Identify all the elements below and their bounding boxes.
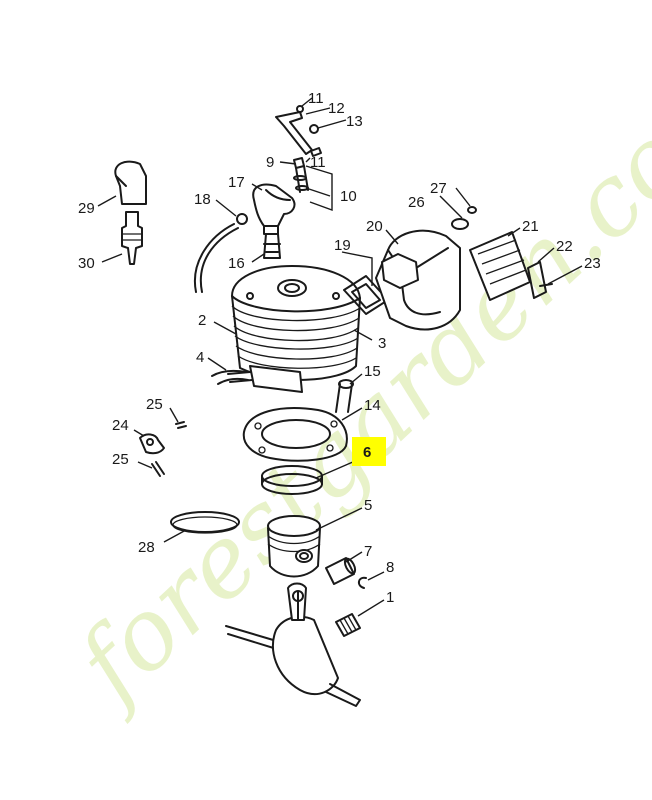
part-muffler <box>375 229 461 331</box>
leader-lines <box>97 97 583 617</box>
callout-20: 20 <box>366 218 383 235</box>
part-cylinder <box>211 265 361 393</box>
callout-13: 13 <box>346 113 363 130</box>
callout-7: 7 <box>364 543 372 560</box>
callout-10: 10 <box>340 188 357 205</box>
part-ring-28 <box>170 511 240 534</box>
part-muffler-cap <box>451 206 477 230</box>
callout-27: 27 <box>430 180 447 197</box>
callout-25a: 25 <box>146 396 163 413</box>
part-small-bracket <box>139 421 187 477</box>
part-plug-cap <box>114 160 147 205</box>
highlight-box <box>352 437 386 466</box>
callout-29: 29 <box>78 200 95 217</box>
callout-5: 5 <box>364 497 372 514</box>
part-ht-lead <box>193 213 248 293</box>
callout-24: 24 <box>112 417 129 434</box>
callout-11a: 11 <box>308 90 324 107</box>
callout-15: 15 <box>364 363 381 380</box>
callout-3: 3 <box>378 335 386 352</box>
callout-6: 6 <box>363 444 371 461</box>
part-stud <box>227 371 253 383</box>
callout-17: 17 <box>228 174 245 191</box>
callout-26: 26 <box>408 194 425 211</box>
part-plate <box>527 261 553 299</box>
part-needle-bearing <box>335 613 361 637</box>
callout-19: 19 <box>334 237 351 254</box>
part-circlip <box>358 576 367 589</box>
callout-1: 1 <box>386 589 394 606</box>
part-spark-plug-boot <box>252 183 296 235</box>
callout-30: 30 <box>78 255 95 272</box>
part-bolt <box>335 379 354 413</box>
part-wire-end <box>263 233 281 259</box>
callout-2: 2 <box>198 312 206 329</box>
part-spark-plug <box>121 211 143 265</box>
callout-28: 28 <box>138 539 155 556</box>
callout-14: 14 <box>364 397 381 414</box>
part-pin <box>293 157 309 193</box>
part-piston-pin <box>325 557 357 585</box>
callout-25b: 25 <box>112 451 129 468</box>
part-piston <box>267 515 321 578</box>
callout-4: 4 <box>196 349 204 366</box>
callout-18: 18 <box>194 191 211 208</box>
callout-21: 21 <box>522 218 539 235</box>
callout-numbers: 11 12 13 9 11 10 17 18 29 30 16 2 4 3 15… <box>78 90 601 606</box>
callout-23: 23 <box>584 255 601 272</box>
callout-8: 8 <box>386 559 394 576</box>
part-bracket <box>275 105 322 157</box>
callout-22: 22 <box>556 238 573 255</box>
callout-12: 12 <box>328 100 345 117</box>
part-base-gasket <box>242 407 348 462</box>
part-crankshaft <box>225 582 361 707</box>
callout-9: 9 <box>266 154 274 171</box>
callout-16: 16 <box>228 255 245 272</box>
callout-11b: 11 <box>310 154 326 171</box>
